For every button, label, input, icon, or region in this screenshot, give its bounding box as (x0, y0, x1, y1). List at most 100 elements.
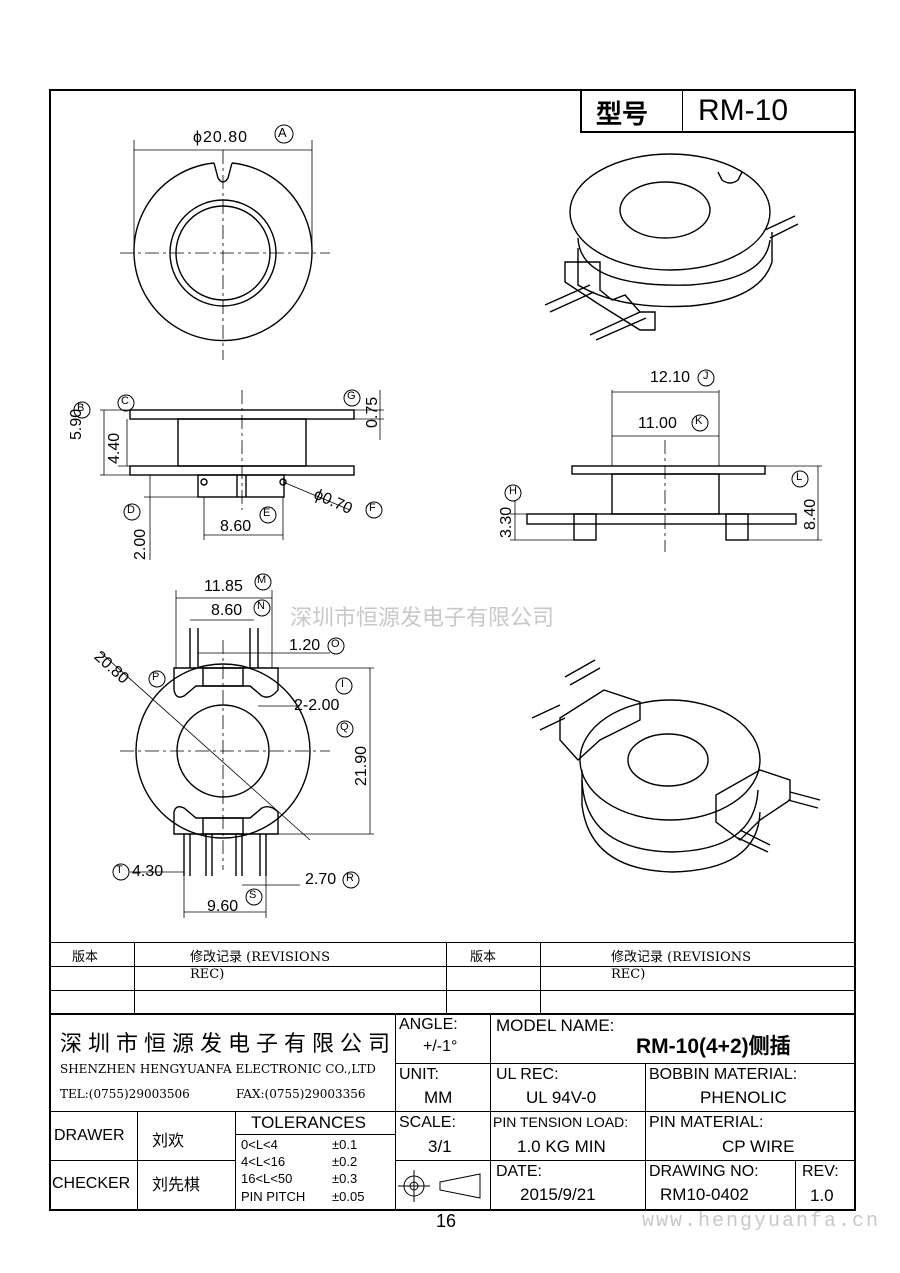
tol-value-0: ±0.1 (332, 1137, 358, 1152)
dim-b-value: 5.90 (68, 408, 85, 440)
pin-tension-value: 1.0 KG MIN (517, 1137, 606, 1156)
watermark-company: 深圳市恒源发电子有限公司 (290, 605, 555, 630)
rev-col3-header: 版本 (470, 950, 497, 965)
tb-v-490 (490, 1013, 491, 1211)
tol-range-3: PIN PITCH (241, 1189, 306, 1204)
tb-v-645 (645, 1063, 646, 1211)
rev-line-1 (49, 942, 856, 943)
date-value: 2015/9/21 (520, 1185, 596, 1204)
dim-h-value: 3.30 (498, 506, 515, 538)
company-fax: FAX:(0755)29003356 (236, 1087, 366, 1101)
model-name-label: MODEL NAME: (496, 1016, 615, 1035)
dim-m-value: 11.85 (204, 578, 243, 595)
company-name-cn: 深圳市恒源发电子有限公司 (60, 1032, 397, 1057)
projection-symbol-icon (398, 1170, 481, 1202)
dim-o-value: 1.20 (289, 637, 321, 654)
dim-c-value: 4.40 (106, 432, 123, 464)
drawer-label: DRAWER (54, 1127, 125, 1144)
dim-q-tag: Q (340, 721, 349, 733)
dim-e-value: 8.60 (220, 518, 252, 535)
date-label: DATE: (496, 1163, 542, 1180)
rev-value: 1.0 (810, 1186, 834, 1205)
rev-vline-3 (540, 942, 541, 1013)
watermark-url: www.hengyuanfa.cn (642, 1210, 881, 1233)
tb-line-row3 (395, 1111, 856, 1112)
scale-value: 3/1 (428, 1137, 452, 1156)
iso-view-1 (544, 153, 799, 341)
tolerances-underline (235, 1134, 395, 1135)
rev-col1-header: 版本 (72, 950, 99, 965)
dim-d-value: 2.00 (132, 528, 149, 560)
rev-line-3 (49, 990, 856, 991)
rev-col4-header: 修改记录 (REVISIONS (611, 950, 751, 965)
tol-value-1: ±0.2 (332, 1154, 358, 1169)
bottom-view (99, 590, 374, 918)
dim-m-tag: M (257, 574, 267, 586)
dim-r-tag: R (346, 872, 354, 884)
scale-label: SCALE: (399, 1114, 456, 1131)
tb-v-137 (137, 1111, 138, 1211)
tb-v-235 (235, 1111, 236, 1211)
type-label: 型号 (596, 99, 649, 129)
angle-value: +/-1° (423, 1038, 458, 1055)
dim-f-tag: F (369, 502, 376, 514)
dim-t-value: 4.30 (132, 863, 164, 880)
dim-c-tag: C (121, 395, 129, 407)
checker-label: CHECKER (52, 1175, 131, 1192)
unit-value: MM (424, 1088, 453, 1107)
dim-p-tag: P (152, 671, 160, 683)
type-value: RM-10 (698, 94, 789, 127)
dim-q-value: 21.90 (353, 745, 370, 786)
tb-line-row4 (395, 1160, 856, 1161)
top-view (120, 140, 330, 360)
dim-g-tag: G (347, 390, 356, 402)
dim-k-tag: K (695, 415, 703, 427)
pin-tension-label: PIN TENSION LOAD: (493, 1114, 629, 1130)
angle-label: ANGLE: (399, 1016, 458, 1033)
rev-col4-header-cont: REC) (611, 967, 646, 982)
dim-d-tag: D (127, 504, 135, 516)
ul-rec-value: UL 94V-0 (526, 1088, 597, 1107)
dim-b-tag: B (77, 402, 85, 414)
dimension-tags (73, 124, 809, 906)
pin-material-value: CP WIRE (722, 1137, 795, 1156)
page-number: 16 (436, 1211, 457, 1231)
dim-l-value: 8.40 (802, 498, 819, 530)
drawing-no-value: RM10-0402 (660, 1185, 749, 1204)
dim-i-value: 12.10 (650, 369, 691, 386)
dim-t-tag: T (116, 864, 123, 876)
rev-line-4 (49, 1013, 856, 1015)
rev-label: REV: (802, 1163, 839, 1180)
side-view (100, 390, 384, 560)
dim-i-tag: J (703, 370, 709, 382)
model-name-value: RM-10(4+2)侧插 (636, 1035, 791, 1058)
dim-s-tag: S (249, 889, 257, 901)
dim-a-tag: A (278, 125, 287, 140)
drawing-frame (49, 89, 856, 1211)
tol-value-3: ±0.05 (332, 1189, 365, 1204)
tb-line-row2 (395, 1063, 856, 1064)
tb-v-395 (395, 1013, 396, 1211)
dim-r-value: 2.70 (305, 871, 337, 888)
iso-view-2 (531, 659, 821, 873)
dim-o-tag: O (331, 638, 340, 650)
dim-j2-tag: I (341, 678, 345, 690)
type-box-divider (682, 89, 683, 133)
front-view (510, 390, 822, 552)
rev-col2-header: 修改记录 (REVISIONS (190, 950, 330, 965)
dim-e-tag: E (263, 507, 271, 519)
technical-drawing (73, 124, 822, 918)
rev-vline-1 (134, 942, 135, 1013)
tol-range-2: 16<L<50 (241, 1171, 293, 1186)
dim-n-value: 8.60 (211, 602, 243, 619)
pin-material-label: PIN MATERIAL: (649, 1114, 764, 1131)
checker-value: 刘先棋 (152, 1177, 201, 1194)
ul-rec-label: UL REC: (496, 1066, 559, 1083)
tol-range-1: 4<L<16 (241, 1154, 286, 1169)
drawer-value: 刘欢 (152, 1133, 185, 1150)
dim-g-value: 0.75 (364, 396, 381, 428)
dim-s-value: 9.60 (207, 898, 239, 915)
rev-vline-2 (446, 942, 447, 1013)
dim-j2-value: 2-2.00 (294, 697, 340, 714)
rev-col2-header-cont: REC) (190, 967, 225, 982)
